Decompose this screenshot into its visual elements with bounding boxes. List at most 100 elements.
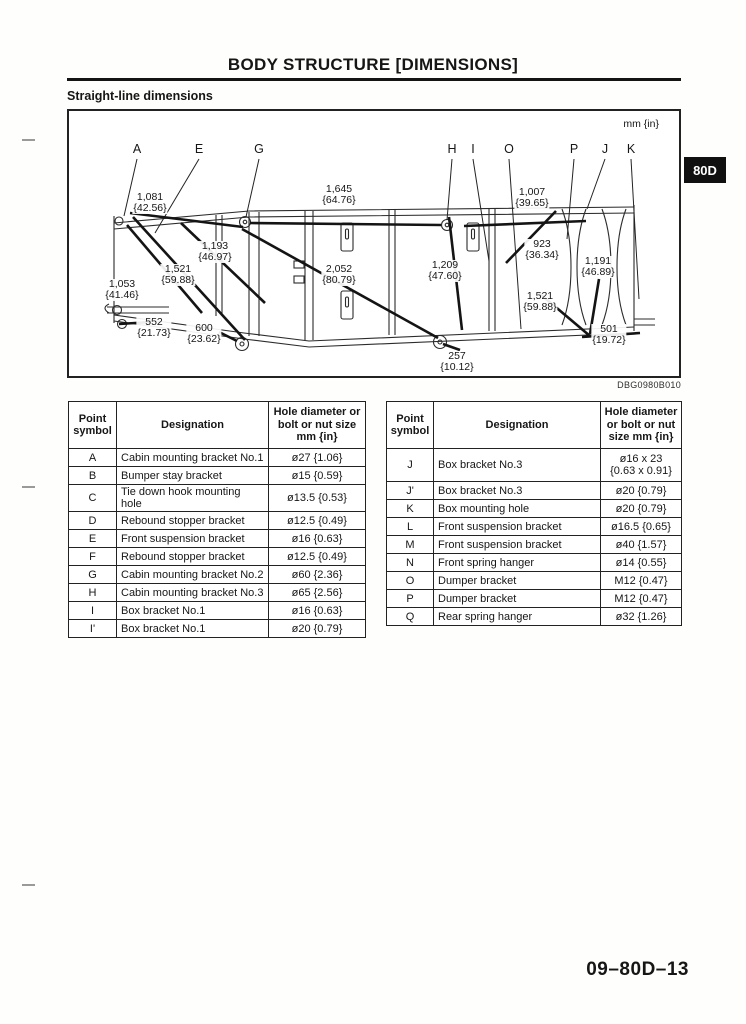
size-cell: ø12.5 {0.49}: [268, 511, 366, 530]
dimension-in: {46.89}: [581, 266, 615, 278]
dimension-in: {80.79}: [322, 274, 356, 286]
units-label: mm {in}: [623, 118, 659, 130]
point-label-g: G: [254, 142, 264, 156]
dimension-label: 257{10.12}: [439, 350, 475, 373]
dimension-mm: 1,521: [164, 263, 192, 275]
designation-cell: Box mounting hole: [433, 499, 601, 518]
dimension-label: 501{19.72}: [591, 323, 627, 346]
point-symbol-cell: P: [386, 589, 434, 608]
point-leader-lines: [123, 158, 640, 330]
dimension-mm: 2,052: [325, 263, 353, 275]
dimension-label: 923{36.34}: [524, 238, 560, 261]
dimension-in: {64.76}: [322, 194, 356, 206]
header-point-symbol: Point symbol: [386, 401, 434, 449]
dimension-in: {59.88}: [523, 301, 557, 313]
point-symbol-cell: A: [68, 448, 117, 467]
margin-mark: [22, 884, 35, 886]
point-symbol-cell: L: [386, 517, 434, 536]
size-cell: ø12.5 {0.49}: [268, 547, 366, 566]
header-size: Hole diameter or bolt or nut size mm {in…: [600, 401, 682, 449]
designation-cell: Front suspension bracket: [433, 535, 601, 554]
point-symbol-cell: E: [68, 529, 117, 548]
dimensions-table-left: Point symbol Designation Hole diameter o…: [68, 401, 366, 638]
dimension-in: {36.34}: [525, 249, 559, 261]
dimension-label: 2,052{80.79}: [321, 263, 357, 286]
dimension-in: {46.97}: [198, 251, 232, 263]
designation-cell: Dumper bracket: [433, 589, 601, 608]
designation-cell: Cabin mounting bracket No.2: [116, 565, 269, 584]
dimension-in: {21.73}: [137, 327, 171, 339]
table-header-row: Point symbol Designation Hole diameter o…: [386, 401, 682, 449]
size-cell: ø60 {2.36}: [268, 565, 366, 584]
size-cell: ø16 {0.63}: [268, 601, 366, 620]
designation-cell: Box bracket No.3: [433, 448, 601, 482]
point-symbol-cell: Q: [386, 607, 434, 626]
margin-mark: [22, 486, 35, 488]
dimension-in: {39.65}: [515, 197, 549, 209]
dimension-label: 1,521{59.88}: [160, 263, 196, 286]
point-label-h: H: [447, 142, 457, 156]
designation-cell: Dumper bracket: [433, 571, 601, 590]
size-cell: ø20 {0.79}: [600, 481, 682, 500]
figure-panel: mm {in} A E G H I O P J K 1,081{42.56} 1…: [67, 109, 681, 378]
dimension-mm: 1,645: [325, 183, 353, 195]
dimension-in: {59.88}: [161, 274, 195, 286]
title-rule: [67, 78, 681, 81]
designation-cell: Rear spring hanger: [433, 607, 601, 626]
point-label-j: J: [601, 142, 609, 156]
size-cell: M12 {0.47}: [600, 571, 682, 590]
point-label-o: O: [504, 142, 514, 156]
header-designation: Designation: [433, 401, 601, 449]
size-cell: ø14 {0.55}: [600, 553, 682, 572]
size-cell: ø40 {1.57}: [600, 535, 682, 554]
dimension-mm: 1,209: [431, 259, 459, 271]
header-size: Hole diameter or bolt or nut size mm {in…: [268, 401, 366, 449]
point-symbol-cell: I: [68, 601, 117, 620]
dimension-mm: 923: [533, 238, 551, 250]
dimension-label: 1,191{46.89}: [580, 255, 616, 278]
point-label-e: E: [194, 142, 204, 156]
designation-cell: Box bracket No.1: [116, 601, 269, 620]
dimensions-table-right: Point symbol Designation Hole diameter o…: [386, 401, 682, 626]
designation-cell: Front suspension bracket: [116, 529, 269, 548]
dimension-in: {41.46}: [105, 289, 139, 301]
dimension-label: 1,053{41.46}: [104, 279, 140, 301]
dimension-mm: 501: [600, 323, 618, 335]
dimension-label: 1,193{46.97}: [197, 241, 233, 263]
point-symbol-cell: G: [68, 565, 117, 584]
point-symbol-cell: M: [386, 535, 434, 554]
margin-mark: [22, 139, 35, 141]
point-label-i: I: [471, 142, 475, 156]
page-number: 09–80D–13: [586, 959, 689, 980]
dimension-in: {42.56}: [133, 202, 167, 214]
point-symbol-cell: N: [386, 553, 434, 572]
point-symbol-cell: J': [386, 481, 434, 500]
figure-code: DBG0980B010: [617, 380, 681, 390]
point-label-a: A: [132, 142, 142, 156]
header-designation: Designation: [116, 401, 269, 449]
dimension-mm: 1,191: [584, 255, 612, 267]
dimension-mm: 257: [448, 350, 466, 362]
size-cell: ø15 {0.59}: [268, 466, 366, 485]
dimension-label: 1,209{47.60}: [427, 259, 463, 282]
designation-cell: Front spring hanger: [433, 553, 601, 572]
point-symbol-cell: F: [68, 547, 117, 566]
dimension-label: 600{23.62}: [186, 323, 222, 345]
dimension-mm: 1,521: [526, 290, 554, 302]
point-symbol-cell: K: [386, 499, 434, 518]
size-cell: ø32 {1.26}: [600, 607, 682, 626]
section-tab: 80D: [684, 157, 726, 183]
dimension-in: {23.62}: [187, 333, 221, 345]
size-cell: ø13.5 {0.53}: [268, 484, 366, 512]
designation-cell: Bumper stay bracket: [116, 466, 269, 485]
dimension-label: 1,521{59.88}: [522, 290, 558, 313]
